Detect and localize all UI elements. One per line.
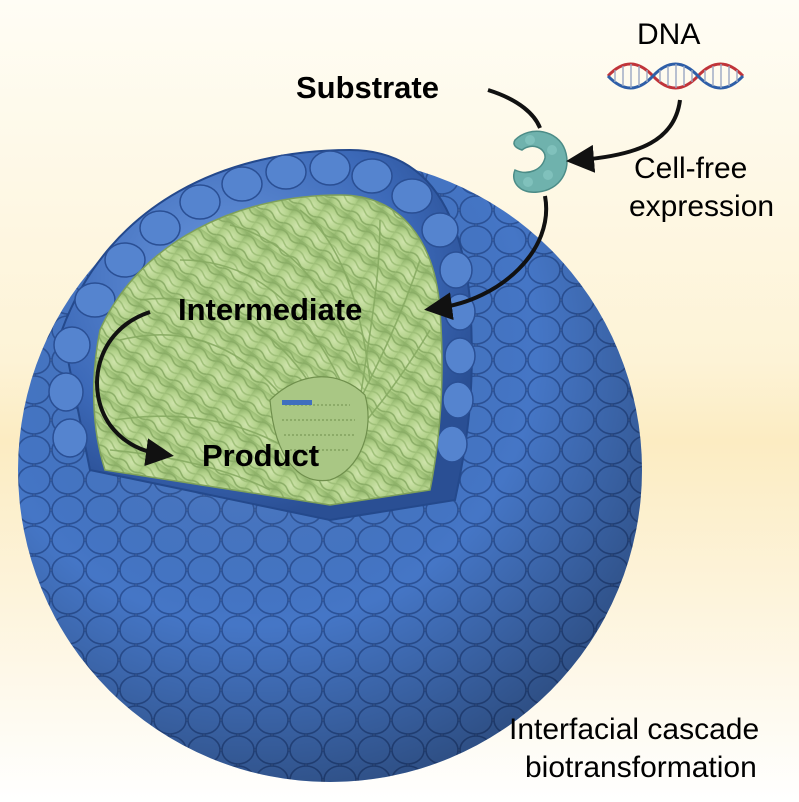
cell-free-label: Cell-free	[634, 152, 748, 185]
dna-label: DNA	[637, 18, 701, 51]
arrow-substrate-to-enzyme	[487, 88, 542, 129]
rim-cells	[48, 150, 476, 463]
arrow-dna-to-enzyme	[566, 99, 682, 173]
product-label: Product	[202, 438, 320, 473]
dna-helix-icon	[606, 62, 745, 90]
arrow-enzyme-to-intermediate	[424, 195, 549, 321]
caption-line1: Interfacial cascade	[509, 713, 760, 746]
enzyme-icon	[513, 130, 568, 193]
inner-membrane-patch	[269, 376, 369, 482]
intermediate-label: Intermediate	[178, 292, 363, 327]
arrow-intermediate-to-product	[95, 310, 174, 467]
caption-line2: biotransformation	[525, 751, 757, 784]
substrate-label: Substrate	[296, 70, 439, 105]
expression-label: expression	[629, 190, 775, 223]
interior-strands	[109, 209, 431, 491]
